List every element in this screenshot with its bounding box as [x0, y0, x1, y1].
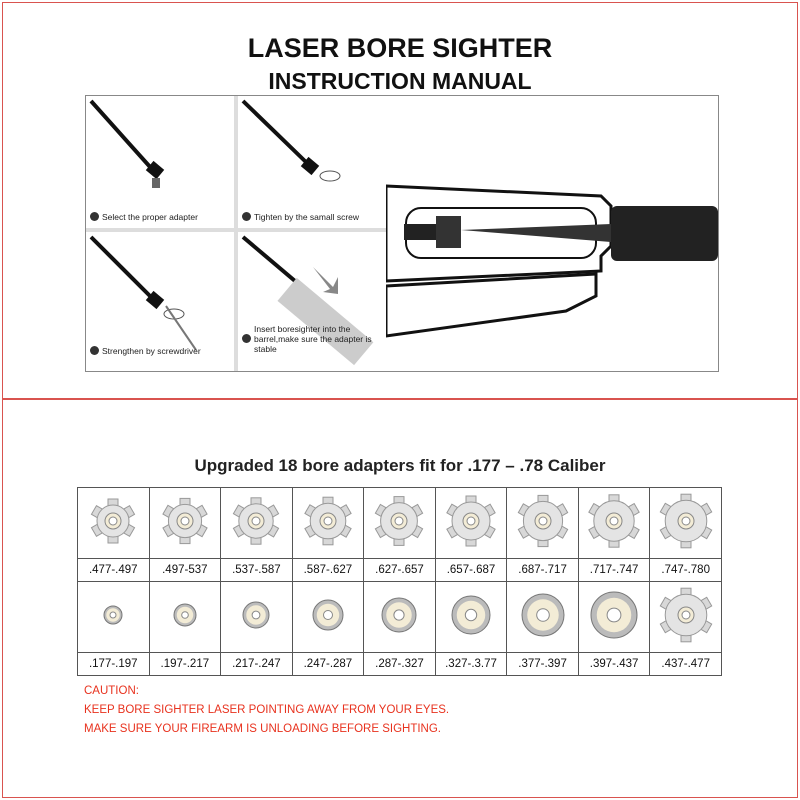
adapter-image-cell	[220, 487, 293, 559]
adapter-image-cell	[363, 487, 436, 559]
adapter-size-label: .587-.627	[291, 558, 365, 582]
adapter-image-cell	[291, 581, 365, 653]
step-caption: Insert boresighter into the barrel,make …	[254, 324, 372, 354]
adapter-image-row	[77, 487, 722, 559]
round-adapter-icon	[312, 599, 344, 630]
step-4: Insert boresighter into the barrel,make …	[238, 232, 386, 371]
adapter-image-cell	[649, 487, 722, 559]
insert-illustration-icon	[241, 235, 374, 366]
adapter-image-cell	[220, 581, 293, 653]
adapter-size-label: .287-.327	[363, 652, 436, 676]
adapter-image-cell	[148, 581, 222, 653]
round-adapter-icon	[590, 591, 638, 638]
round-adapter-icon	[451, 595, 491, 634]
adapter-image-cell	[434, 581, 508, 653]
adapter-label-row: .477-.497.497-537.537-.587.587-.627.627-…	[77, 558, 722, 582]
gear-adapter-icon	[588, 493, 640, 548]
adapter-size-label: .177-.197	[77, 652, 150, 676]
adapter-size-label: .397-.437	[577, 652, 651, 676]
gear-adapter-icon	[659, 493, 713, 548]
adapter-image-cell	[577, 581, 651, 653]
instruction-illustration: Select the proper adapter Tighten by the…	[85, 95, 719, 372]
adapter-size-label: .327-.3.77	[434, 652, 508, 676]
adapter-image-cell	[649, 581, 722, 653]
adapter-size-label: .437-.477	[649, 652, 722, 676]
caution-line-1: KEEP BORE SIGHTER LASER POINTING AWAY FR…	[84, 704, 450, 716]
round-adapter-icon	[521, 593, 565, 636]
adapter-image-cell	[577, 487, 651, 559]
page-subtitle: INSTRUCTION MANUAL	[268, 68, 532, 94]
step-caption: Select the proper adapter	[102, 212, 198, 222]
adapter-size-label: .687-.717	[506, 558, 579, 582]
adapter-image-cell	[363, 581, 436, 653]
adapter-size-label: .247-.287	[291, 652, 365, 676]
adapter-label-row: .177-.197.197-.217.217-.247.247-.287.287…	[77, 652, 722, 676]
adapter-image-cell	[506, 581, 579, 653]
gear-adapter-icon	[375, 495, 424, 546]
adapter-size-label: .747-.780	[649, 558, 722, 582]
adapter-size-label: .627-.657	[363, 558, 436, 582]
adapter-size-label: .717-.747	[577, 558, 651, 582]
caution-line-2: MAKE SURE YOUR FIREARM IS UNLOADING BEFO…	[84, 723, 441, 735]
round-adapter-icon	[103, 605, 123, 624]
adapter-image-cell	[77, 487, 150, 559]
bore-sighter-in-barrel-image	[384, 96, 718, 371]
gear-adapter-icon	[659, 587, 713, 642]
gear-adapter-icon	[517, 494, 568, 547]
step-number-icon	[242, 212, 251, 221]
top-panel	[2, 2, 798, 399]
step-3: Strengthen by screwdriver	[86, 232, 234, 371]
adapter-size-label: .477-.497	[77, 558, 150, 582]
round-adapter-icon	[173, 603, 197, 626]
firearm-cutaway-icon	[384, 184, 718, 338]
adapters-heading: Upgraded 18 bore adapters fit for .177 –…	[194, 456, 606, 475]
page-title: LASER BORE SIGHTER	[247, 33, 553, 63]
step-number-icon	[242, 334, 251, 343]
step-number-icon	[90, 212, 99, 221]
adapter-image-cell	[148, 487, 222, 559]
step-caption: Tighten by the samall screw	[254, 212, 360, 222]
gear-adapter-icon	[233, 496, 280, 545]
adapter-image-cell	[77, 581, 150, 653]
adapter-size-label: .537-.587	[220, 558, 293, 582]
bottom-panel	[2, 399, 798, 798]
adapter-size-label: .657-.687	[434, 558, 508, 582]
screwdriver-illustration-icon	[89, 235, 197, 351]
gear-adapter-icon	[446, 495, 496, 546]
gear-adapter-icon	[91, 498, 136, 543]
step-caption: Strengthen by screwdriver	[102, 346, 201, 356]
adapter-size-label: .197-.217	[148, 652, 222, 676]
adapter-size-label: .497-537	[148, 558, 222, 582]
adapter-size-label: .217-.247	[220, 652, 293, 676]
gear-adapter-icon	[162, 497, 208, 544]
round-adapter-icon	[381, 597, 417, 632]
round-adapter-icon	[242, 601, 270, 628]
step-1: Select the proper adapter	[86, 96, 234, 228]
step-number-icon	[90, 346, 99, 355]
step-2: Tighten by the samall screw	[238, 96, 386, 228]
steps-grid: Select the proper adapter Tighten by the…	[86, 96, 386, 371]
adapter-image-cell	[434, 487, 508, 559]
caution-notice: CAUTION: KEEP BORE SIGHTER LASER POINTIN…	[84, 682, 449, 739]
gear-adapter-icon	[304, 496, 352, 545]
adapter-size-table: .477-.497.497-537.537-.587.587-.627.627-…	[77, 487, 722, 676]
caution-title: CAUTION:	[84, 685, 139, 697]
adapter-size-label: .377-.397	[506, 652, 579, 676]
adapter-image-cell	[506, 487, 579, 559]
adapter-illustration-icon	[89, 99, 165, 188]
adapter-image-cell	[291, 487, 365, 559]
tighten-illustration-icon	[241, 99, 341, 182]
adapter-image-row	[77, 581, 722, 653]
